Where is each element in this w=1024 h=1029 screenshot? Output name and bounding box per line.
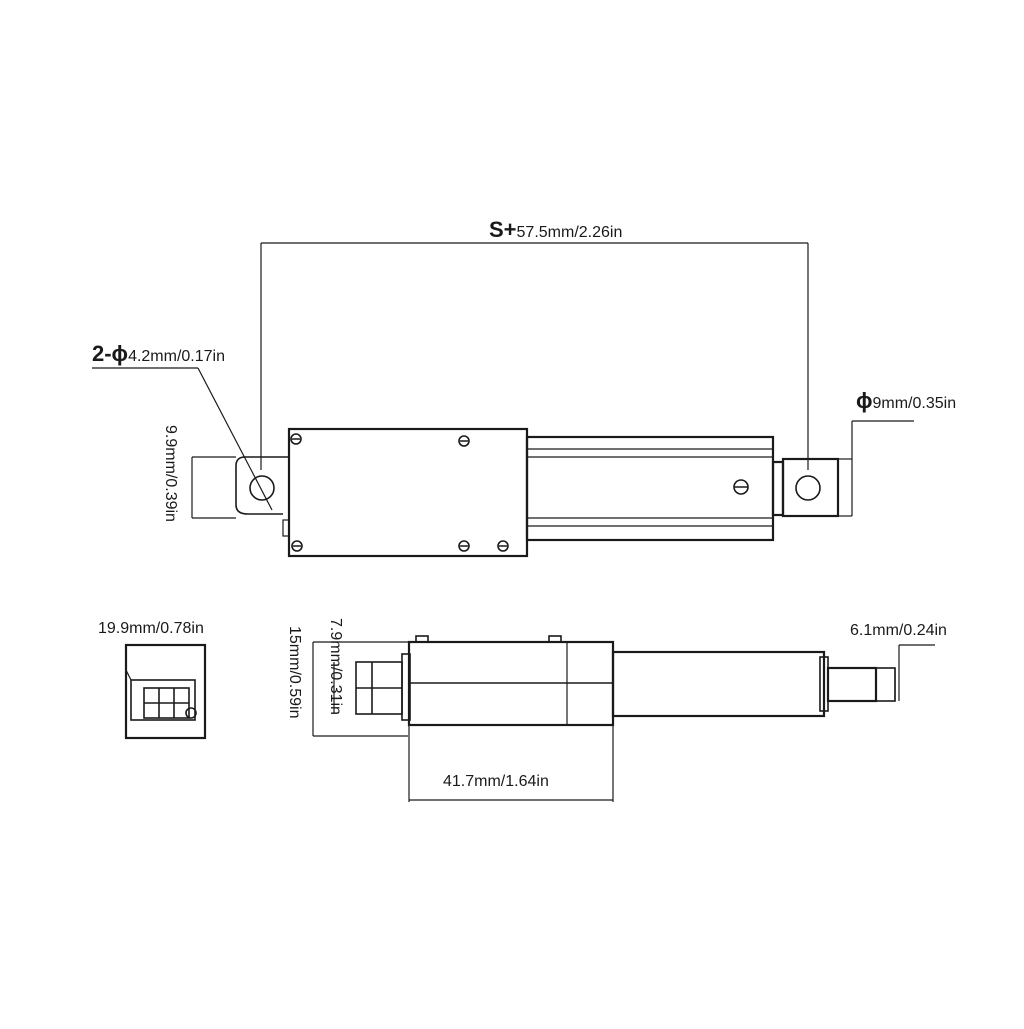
screw-icon [290, 433, 302, 445]
svg-text:S+57.5mm/2.26in: S+57.5mm/2.26in [489, 217, 622, 242]
rod-end-prefix: ϕ [856, 388, 873, 413]
top-view: S+57.5mm/2.26in 2-ϕ4.2mm/0.17in 9.9mm/0.… [92, 217, 956, 558]
body-length-label: 41.7mm/1.64in [443, 773, 549, 790]
svg-text:2-ϕ4.2mm/0.17in: 2-ϕ4.2mm/0.17in [92, 341, 225, 366]
mount-hole-prefix: 2-ϕ [92, 341, 128, 366]
mount-hole-callout: 2-ϕ4.2mm/0.17in [92, 341, 273, 511]
rear-clevis-bracket [191, 456, 290, 519]
rod-end-hole-callout: ϕ9mm/0.35in [856, 388, 956, 413]
stroke-length-label: 57.5mm/2.26in [517, 224, 623, 241]
tab-height-label: 7.9mm/0.31in [327, 618, 344, 715]
gearbox-housing [282, 427, 529, 558]
rod-end-hole [795, 475, 821, 501]
stroke-prefix: S+ [489, 217, 517, 242]
end-width-label: 19.9mm/0.78in [98, 620, 204, 637]
connector-pins [143, 687, 197, 719]
screw-icon [458, 540, 470, 552]
rod-end-hole-label: 9mm/0.35in [873, 395, 957, 412]
stroke-dimension: S+57.5mm/2.26in [260, 217, 809, 470]
mount-hole [249, 475, 275, 501]
screw-icon [291, 540, 303, 552]
rod-end [771, 420, 914, 518]
screw-icon [497, 540, 509, 552]
side-height-label: 15mm/0.59in [286, 626, 303, 719]
side-view: 15mm/0.59in 7.9mm/0.31in 6.1mm/0.24in 41… [286, 618, 947, 802]
screw-icon [733, 479, 749, 495]
mount-hole-label: 4.2mm/0.17in [128, 348, 225, 365]
actuator-tube [525, 435, 775, 542]
end-view: 19.9mm/0.78in [98, 620, 207, 740]
bracket-height-label: 9.9mm/0.39in [162, 425, 179, 522]
screw-icon [458, 435, 470, 447]
rod-diameter-label: 6.1mm/0.24in [850, 622, 947, 639]
